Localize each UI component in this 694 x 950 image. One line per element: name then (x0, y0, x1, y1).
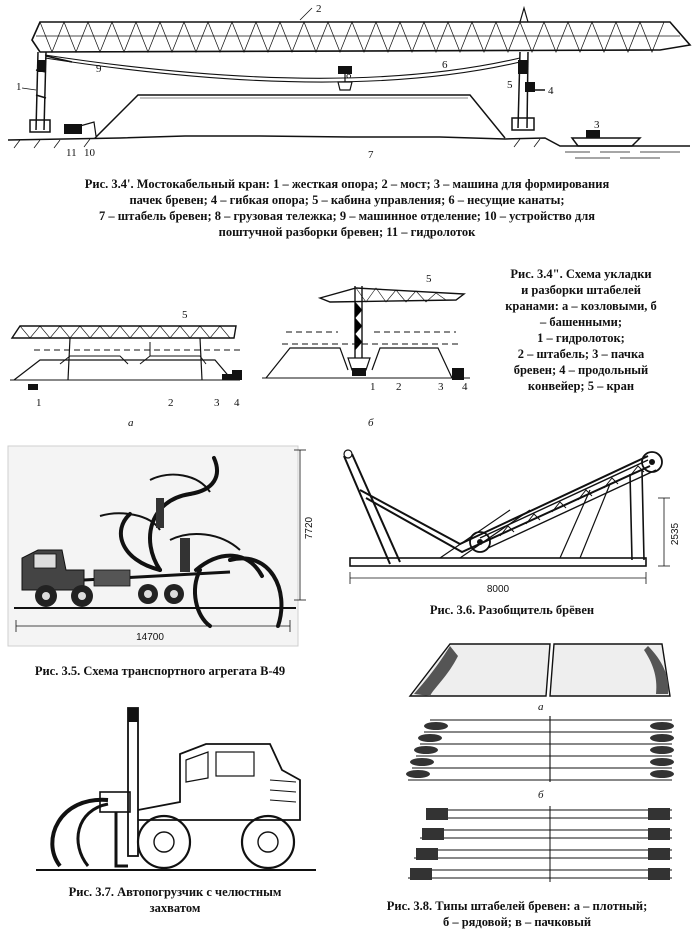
caption-line: конвейер; 5 – кран (527, 379, 635, 393)
dim-height-35: 7720 (304, 516, 315, 539)
caption-fig-3-7: Рис. 3.7. Автопогрузчик с челюстным захв… (30, 884, 320, 916)
dim-height-36: 2535 (670, 522, 681, 545)
caption-fig-3-5: Рис. 3.5. Схема транспортного агрегата В… (0, 663, 320, 679)
caption-line: поштучной разборки бревен; 11 – гидролот… (218, 225, 476, 239)
dim-width-36: 8000 (487, 584, 510, 595)
crane-label-9: 9 (96, 63, 102, 75)
caption-line: Рис. 3.4". Схема укладки (510, 267, 652, 281)
caption-line: захватом (149, 901, 201, 915)
scheme-b-label-2: 2 (396, 381, 402, 393)
caption-line: 2 – штабель; 3 – пачка (517, 347, 645, 361)
crane-label-1: 1 (16, 81, 22, 93)
stack-sublabel-b: б (538, 789, 544, 801)
scheme-b-label-1: 1 (370, 381, 376, 393)
figure-bridge-cable-crane: 2 9 1 8 6 5 4 7 3 11 10 (0, 0, 694, 165)
scheme-a-label-1: 1 (36, 397, 42, 409)
caption-fig-3-6: Рис. 3.6. Разобщитель брёвен (392, 602, 632, 618)
caption-line: Рис. 3.6. Разобщитель брёвен (429, 603, 595, 617)
figure-loader (30, 700, 330, 880)
scheme-a-label-2: 2 (168, 397, 174, 409)
caption-fig-3-4a: Рис. 3.4'. Мостокабельный кран: 1 – жест… (0, 176, 694, 240)
scheme-b-sublabel: б (368, 417, 374, 429)
crane-label-2: 2 (316, 3, 322, 15)
caption-line: 1 – гидролоток; (537, 331, 625, 345)
crane-label-8: 8 (346, 69, 352, 81)
caption-line: – башенными; (539, 315, 623, 329)
caption-fig-3-4b: Рис. 3.4". Схема укладки и разборки штаб… (476, 266, 686, 394)
scheme-b-label-4: 4 (462, 381, 468, 393)
caption-line: пачек бревен; 4 – гибкая опора; 5 – каби… (129, 193, 565, 207)
caption-line: Рис. 3.5. Схема транспортного агрегата В… (34, 664, 286, 678)
dim-width-35: 14700 (136, 632, 164, 643)
caption-line: Рис. 3.8. Типы штабелей бревен: а – плот… (386, 899, 648, 913)
crane-label-7: 7 (368, 149, 374, 161)
crane-label-6: 6 (442, 59, 448, 71)
caption-fig-3-8: Рис. 3.8. Типы штабелей бревен: а – плот… (340, 898, 694, 930)
caption-line: бревен; 4 – продольный (513, 363, 649, 377)
scheme-b-label-3: 3 (438, 381, 444, 393)
caption-line: 7 – штабель бревен; 8 – грузовая тележка… (98, 209, 596, 223)
crane-label-10: 10 (84, 147, 96, 159)
scheme-a-label-4: 4 (234, 397, 240, 409)
caption-line: б – рядовой; в – пачковый (442, 915, 592, 929)
crane-label-5: 5 (507, 79, 513, 91)
scheme-a-label-3: 3 (214, 397, 220, 409)
figure-transport-unit: 7720 14700 (0, 440, 320, 655)
figure-log-separator: 8000 2535 (330, 440, 694, 600)
figure-stack-schemes: 5 1 2 3 4 а 5 1 2 3 4 б (0, 260, 480, 430)
caption-line: Рис. 3.4'. Мостокабельный кран: 1 – жест… (84, 177, 610, 191)
caption-line: и разборки штабелей (521, 283, 641, 297)
scheme-a-sublabel: а (128, 417, 134, 429)
scheme-b-label-5: 5 (426, 273, 432, 285)
crane-label-4: 4 (548, 85, 554, 97)
caption-line: Рис. 3.7. Автопогрузчик с челюстным (68, 885, 282, 899)
crane-label-3: 3 (594, 119, 600, 131)
caption-line: кранами: а – козловыми, б (505, 299, 657, 313)
crane-label-11: 11 (66, 147, 77, 159)
stack-sublabel-a: а (538, 701, 544, 713)
scheme-a-label-5: 5 (182, 309, 188, 321)
figure-stack-types: а б (400, 636, 690, 896)
